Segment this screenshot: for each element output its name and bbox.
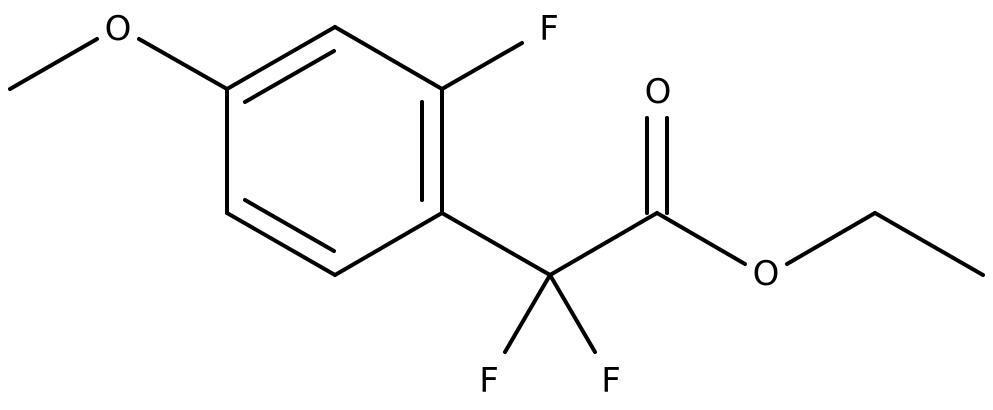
bond-ch2-ch3 — [873, 211, 985, 277]
atom-f-left: F — [479, 361, 499, 401]
ring-bond-4 — [333, 211, 444, 277]
atom-o-ester: O — [753, 254, 780, 294]
bond-o-ring — [137, 37, 229, 91]
bond-ring-cf2 — [440, 211, 552, 277]
bond-ring-f — [440, 41, 524, 91]
ring-bond-5-inner — [243, 198, 336, 253]
bond-methyl-o — [8, 37, 99, 91]
ring-bond-2 — [333, 25, 444, 91]
bond-carbonyl-ester-o — [655, 211, 747, 266]
atom-f-right: F — [601, 361, 621, 401]
ring-bond-5 — [225, 211, 337, 277]
ring-bond-1 — [225, 25, 337, 91]
atom-f-ring: F — [539, 9, 559, 49]
bond-cf2-f-right — [548, 273, 597, 354]
atom-o-carbonyl: O — [645, 72, 672, 112]
atom-o-methoxy: O — [105, 9, 132, 49]
bond-cf2-f-left — [503, 273, 552, 354]
ring-bond-1-inner — [243, 49, 336, 104]
bond-ester-o-ch2 — [785, 211, 877, 266]
bond-cf2-carbonyl — [548, 211, 659, 277]
